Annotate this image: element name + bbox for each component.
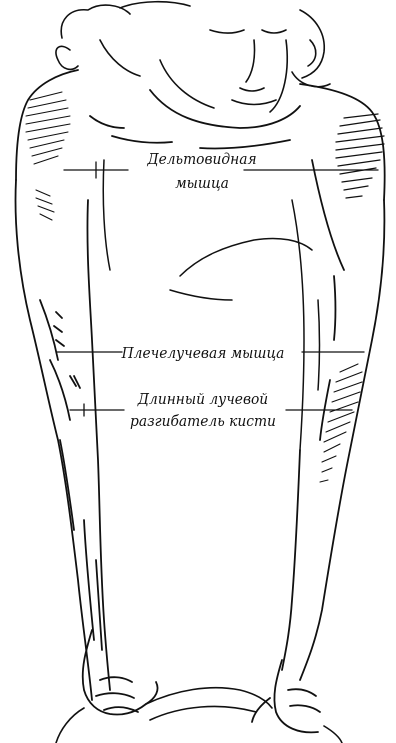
label-extensor-line1: Длинный лучевой: [125, 390, 281, 408]
leader-lines: [56, 162, 378, 416]
label-deltoid-line1: Дельтовидная: [133, 150, 271, 168]
right-deltoid-shading: [336, 114, 384, 198]
right-arm: [282, 200, 384, 680]
label-brachioradialis: Плечелучевая мышца: [119, 344, 286, 362]
left-deltoid-shading: [26, 92, 70, 220]
head-sketch: [56, 2, 330, 112]
label-deltoid-line2: мышца: [133, 174, 271, 192]
left-arm: [16, 180, 110, 700]
label-extensor-line2: разгибатель кисти: [125, 412, 281, 430]
hands: [83, 630, 320, 732]
